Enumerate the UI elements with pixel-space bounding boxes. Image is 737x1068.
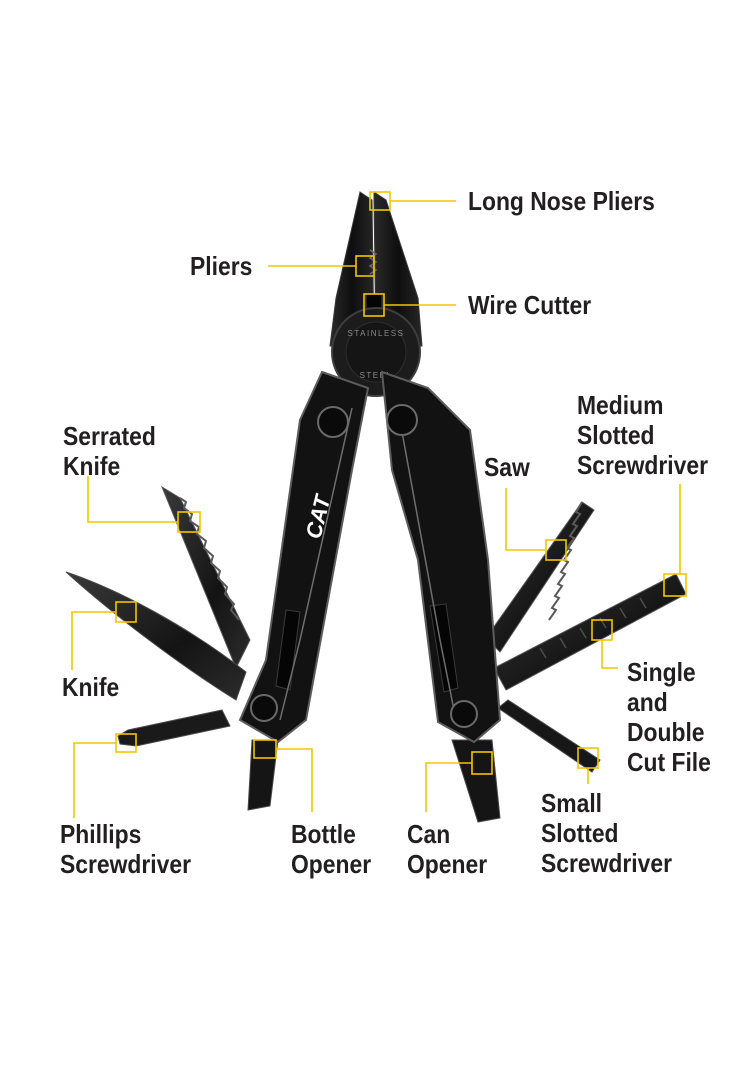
- label-wire-cutter: Wire Cutter: [468, 290, 591, 320]
- leader-phillips: [73, 742, 116, 818]
- small-slotted-screwdriver: [497, 699, 601, 773]
- label-line: Knife: [62, 672, 120, 702]
- screw-right-top: [386, 404, 418, 436]
- handle-left: [238, 370, 370, 744]
- leader-knife: [71, 611, 116, 670]
- label-pliers: Pliers: [190, 251, 252, 281]
- label-line: Cut File: [627, 747, 711, 777]
- label-line: Serrated: [63, 421, 156, 451]
- label-medium-slotted-screwdriver: Medium Slotted Screwdriver: [577, 390, 708, 480]
- plier-jaw-right: [373, 191, 423, 347]
- callout-box-medium-screwdriver: [663, 573, 687, 597]
- leader-can-opener: [425, 762, 472, 812]
- label-line: Long Nose Pliers: [468, 186, 655, 216]
- label-knife: Knife: [62, 672, 119, 702]
- handle-right-edge: [397, 409, 457, 721]
- leader-serrated-knife: [87, 476, 178, 523]
- label-line: Saw: [484, 452, 530, 482]
- pivot-text-bottom: STEEL: [360, 371, 393, 380]
- handle-left-cutout: [275, 609, 301, 691]
- leader-saw: [505, 488, 546, 551]
- label-line: Can: [407, 819, 451, 849]
- saw-teeth: [548, 501, 583, 621]
- leader-bottle-opener: [276, 748, 313, 812]
- label-line: Single: [627, 657, 696, 687]
- phillips-screwdriver-bit: [117, 709, 231, 747]
- pivot-text-top: STAINLESS: [348, 329, 405, 338]
- leader-file: [601, 640, 618, 669]
- label-line: Knife: [63, 451, 121, 481]
- label-phillips-screwdriver: Phillips Screwdriver: [60, 819, 191, 879]
- screw-left-top: [317, 406, 349, 438]
- label-single-double-cut-file: Single and Double Cut File: [627, 657, 711, 777]
- handle-right: [380, 370, 502, 744]
- serrated-knife-teeth: [179, 497, 240, 621]
- pivot-inner: [345, 321, 407, 383]
- label-line: Screwdriver: [60, 849, 192, 879]
- label-bottle-opener: Bottle Opener: [291, 819, 371, 879]
- plier-grip-teeth: [368, 249, 378, 275]
- knife-blade: [65, 571, 247, 701]
- handle-left-edge: [279, 407, 353, 721]
- saw-blade: [485, 501, 595, 653]
- label-line: and: [627, 687, 668, 717]
- can-opener-tool: [451, 739, 501, 823]
- label-serrated-knife: Serrated Knife: [63, 421, 156, 481]
- label-line: Wire Cutter: [468, 290, 592, 320]
- label-line: Medium: [577, 390, 664, 420]
- label-line: Slotted: [541, 818, 619, 848]
- label-line: Double: [627, 717, 705, 747]
- label-line: Opener: [291, 849, 372, 879]
- label-small-slotted-screwdriver: Small Slotted Screwdriver: [541, 788, 672, 878]
- label-line: Pliers: [190, 251, 253, 281]
- label-line: Bottle: [291, 819, 356, 849]
- screw-right-bottom: [450, 700, 478, 728]
- bottle-opener-tool: [247, 739, 279, 811]
- callout-lines: [71, 191, 687, 818]
- label-can-opener: Can Opener: [407, 819, 487, 879]
- screw-left-bottom: [250, 694, 278, 722]
- label-line: Screwdriver: [577, 450, 709, 480]
- label-line: Opener: [407, 849, 488, 879]
- label-line: Phillips: [60, 819, 142, 849]
- medium-screwdriver-file: [493, 573, 687, 691]
- label-line: Slotted: [577, 420, 655, 450]
- file-texture: [539, 597, 647, 659]
- label-long-nose-pliers: Long Nose Pliers: [468, 186, 655, 216]
- label-line: Small: [541, 788, 603, 818]
- label-line: Screwdriver: [541, 848, 673, 878]
- label-saw: Saw: [484, 452, 530, 482]
